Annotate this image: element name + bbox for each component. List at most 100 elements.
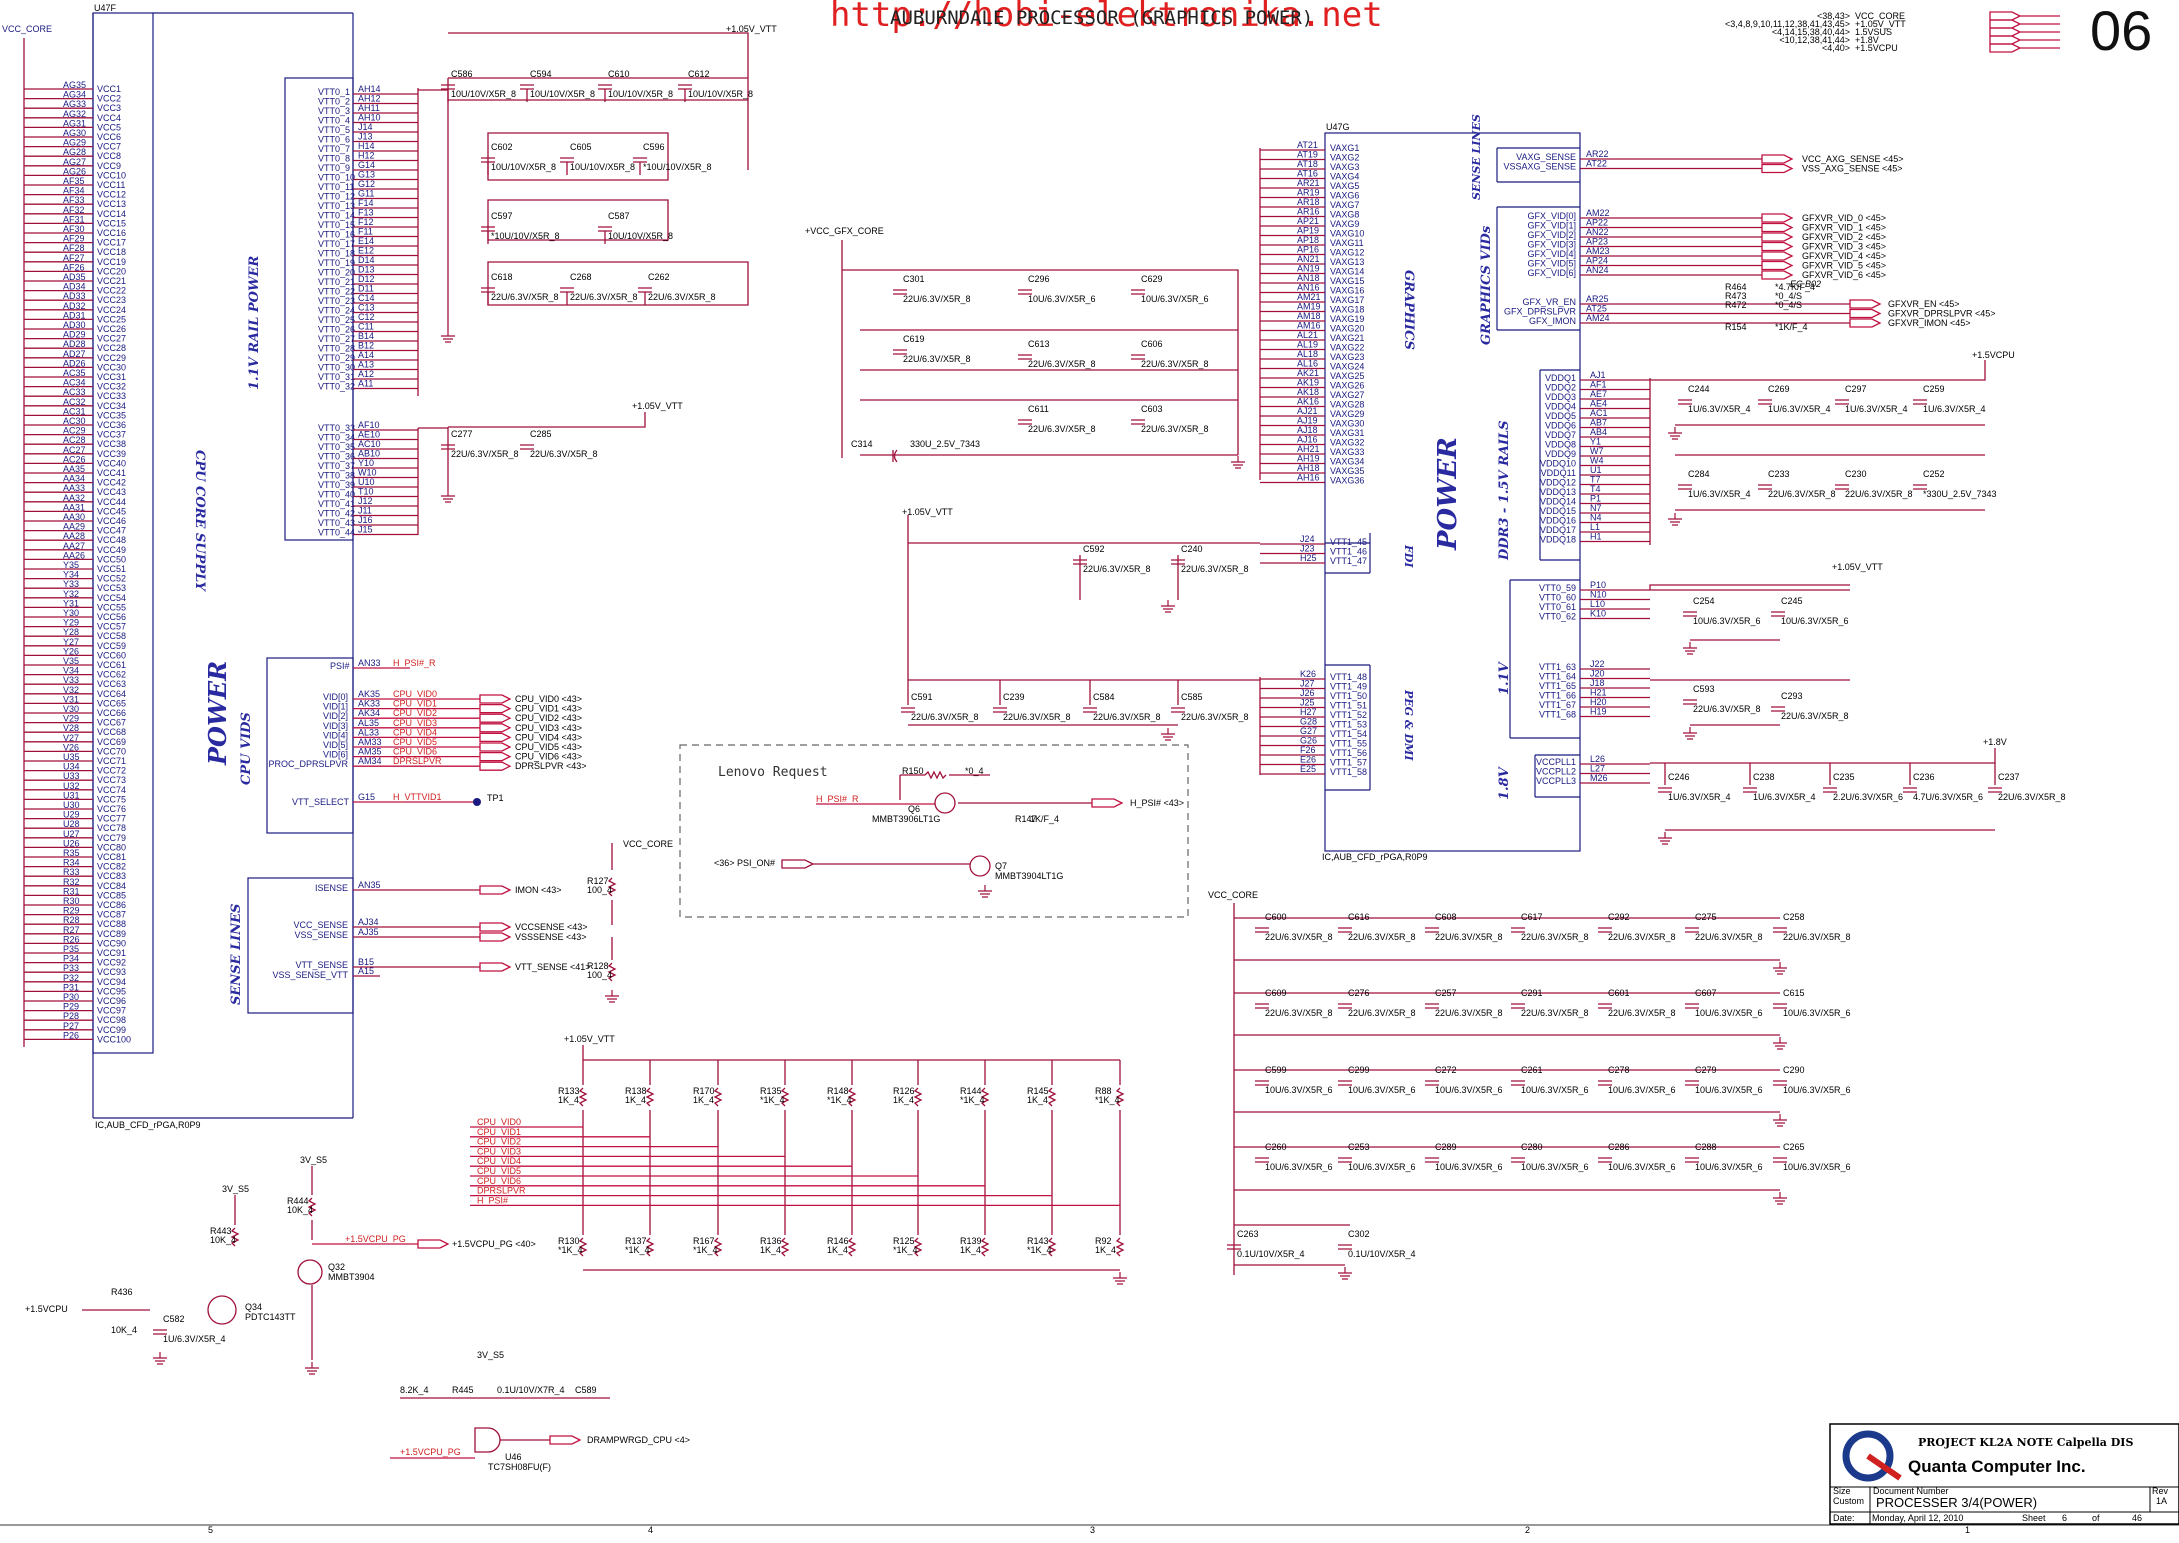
vddq-ball: N7 bbox=[1590, 503, 1602, 513]
vddq-ball: T4 bbox=[1590, 484, 1601, 494]
vtt-cap bbox=[441, 444, 455, 450]
peg-pin-label: VTT1_58 bbox=[1330, 767, 1367, 777]
vaxg-ball: AP21 bbox=[1297, 216, 1319, 226]
drampwrgd-offpage bbox=[549, 1435, 582, 1445]
title-block bbox=[1829, 1423, 2179, 1525]
u47g-peg-label: PEG & DMI bbox=[1402, 689, 1415, 761]
u47g-power-label: POWER bbox=[1433, 437, 1463, 551]
gfx-vid-offpage bbox=[1761, 251, 1794, 261]
vid-offpage bbox=[479, 732, 512, 743]
vid-pin-label: VID[3] bbox=[323, 721, 348, 731]
vcc-core-cap bbox=[1685, 1003, 1699, 1009]
resistor-value: 1K_4 bbox=[558, 1095, 579, 1105]
capacitor-value: 10U/6.3V/X5R_6 bbox=[1695, 1008, 1763, 1018]
vcc-core-cap bbox=[1685, 1157, 1699, 1163]
capacitor-value: 10U/6.3V/X5R_6 bbox=[1781, 616, 1849, 626]
capacitor-ref: C611 bbox=[1028, 404, 1049, 414]
vtt-pin-label: VTT0_12 bbox=[318, 192, 355, 202]
vaxg-pin-label: VAXG13 bbox=[1330, 257, 1364, 267]
vddq-ball: AC1 bbox=[1590, 408, 1608, 418]
ddr-cap bbox=[1758, 484, 1772, 490]
vtt-ball-label: G14 bbox=[358, 160, 375, 170]
resistor bbox=[780, 1237, 790, 1257]
capacitor-value: 0.1U/10V/X5R_4 bbox=[1348, 1249, 1416, 1259]
resistor bbox=[1047, 1087, 1057, 1107]
fdi-cap bbox=[1073, 559, 1087, 565]
resistor-value: 10K_4 bbox=[210, 1235, 236, 1245]
pin-label: VCC48 bbox=[97, 535, 126, 545]
resistor-ref: R148 bbox=[827, 1086, 849, 1096]
resistor-value: 1K_4 bbox=[760, 1245, 781, 1255]
gfx-ctl-offpage bbox=[1849, 308, 1882, 319]
fdi-ball: J24 bbox=[1300, 534, 1315, 544]
resistor bbox=[307, 1197, 317, 1217]
vtt-ball-label: AH14 bbox=[358, 84, 381, 94]
ball-label: V28 bbox=[63, 723, 79, 733]
small-cap bbox=[1338, 1244, 1352, 1250]
pin-label: VCC29 bbox=[97, 353, 126, 363]
capacitor-value: 10U/6.3V/X5R_6 bbox=[1783, 1162, 1851, 1172]
vtt-ball-label: C14 bbox=[358, 293, 375, 303]
ball-label: AA33 bbox=[63, 483, 85, 493]
vaxg-ball: AL16 bbox=[1297, 359, 1318, 369]
vddq-pin: VDDQ11 bbox=[1541, 468, 1576, 478]
vaxg-ball: AR21 bbox=[1297, 178, 1320, 188]
capacitor-ref: C618 bbox=[491, 272, 513, 282]
ball-label: AC33 bbox=[63, 387, 86, 397]
peg-cap bbox=[1083, 707, 1097, 713]
vtt-ball-label: AB10 bbox=[358, 449, 380, 459]
ball-label: V33 bbox=[63, 675, 79, 685]
pin-label: VCC85 bbox=[97, 890, 126, 900]
capacitor-value: 1U/6.3V/X5R_4 bbox=[1768, 404, 1831, 414]
peg-ball: G27 bbox=[1300, 726, 1317, 736]
vtt1-ball: J22 bbox=[1590, 659, 1605, 669]
gfx-sense-ball: AT22 bbox=[1586, 159, 1607, 169]
strap-net: CPU_VID4 bbox=[477, 1156, 521, 1166]
ball-label: Y32 bbox=[63, 589, 79, 599]
vid-net: CPU_VID4 bbox=[393, 727, 437, 737]
ball-label: U34 bbox=[63, 762, 80, 772]
capacitor-value: 22U/6.3V/X5R_8 bbox=[903, 294, 971, 304]
offpage-ref: <38,43> bbox=[1817, 11, 1850, 21]
vaxg-ball: AJ16 bbox=[1297, 435, 1318, 445]
vccpll-pin: VCCPLL3 bbox=[1536, 776, 1576, 786]
h-psi-offpage bbox=[1091, 798, 1124, 808]
c582-cap bbox=[153, 1329, 167, 1335]
resistor bbox=[1115, 1237, 1125, 1257]
vid-ball: AK34 bbox=[358, 708, 380, 718]
ball-label: Y29 bbox=[63, 618, 79, 628]
capacitor-ref: C617 bbox=[1521, 912, 1543, 922]
resistor-ref: R145 bbox=[1027, 1086, 1049, 1096]
vaxg-ball: AT18 bbox=[1297, 159, 1318, 169]
vddq-ball: W7 bbox=[1590, 446, 1604, 456]
ddr-cap bbox=[1758, 399, 1772, 405]
ball-label: AG26 bbox=[63, 166, 86, 176]
capacitor-value: 10U/6.3V/X5R_6 bbox=[1693, 616, 1761, 626]
vaxg-pin-label: VAXG1 bbox=[1330, 143, 1359, 153]
vtt-r-cap bbox=[1683, 611, 1697, 617]
resistor-value: *1K_4 bbox=[960, 1095, 985, 1105]
ball-label: AC31 bbox=[63, 406, 86, 416]
pin-label: VCC56 bbox=[97, 612, 126, 622]
gfx-vid-offpage bbox=[1761, 260, 1794, 271]
resistor bbox=[607, 962, 617, 982]
q32-transistor bbox=[297, 1259, 323, 1285]
capacitor-value: 22U/6.3V/X5R_8 bbox=[1028, 424, 1096, 434]
ball-label: AA28 bbox=[63, 531, 85, 541]
gfx-decoupling-cap bbox=[893, 349, 907, 355]
peg-pin-label: VTT1_55 bbox=[1330, 739, 1367, 749]
ball-label: V30 bbox=[63, 704, 79, 714]
q34-transistor bbox=[207, 1295, 237, 1325]
vaxg-ball: AH21 bbox=[1297, 444, 1320, 454]
capacitor-ref: C277 bbox=[451, 429, 473, 439]
ground-symbol bbox=[1773, 962, 1787, 975]
resistor bbox=[913, 1237, 923, 1257]
pin-label: VCC69 bbox=[97, 737, 126, 747]
vddq-pin: VDDQ3 bbox=[1545, 392, 1576, 402]
test-point[interactable] bbox=[473, 798, 481, 806]
rev-value: 1A bbox=[2156, 1496, 2167, 1506]
capacitor-value: 22U/6.3V/X5R_8 bbox=[1768, 489, 1836, 499]
offpage-connector bbox=[1989, 11, 2022, 21]
capacitor-ref: C258 bbox=[1783, 912, 1805, 922]
pin-label: VCC24 bbox=[97, 305, 126, 315]
